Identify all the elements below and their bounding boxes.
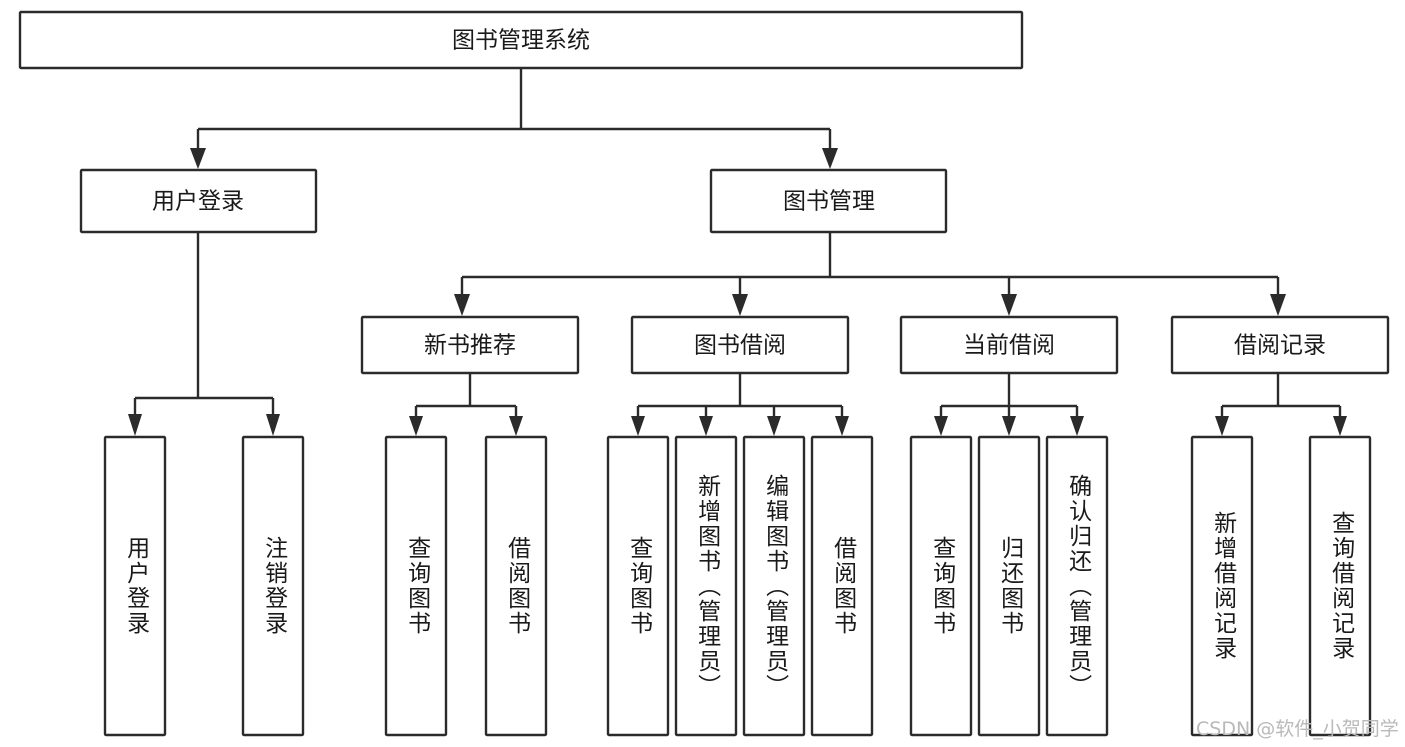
arrow-head-leaf-add-book [699, 416, 713, 436]
connector-group-borrow-record [1215, 373, 1347, 436]
arrow-head-leaf-query-book-3 [934, 416, 948, 436]
node-leaf-query-book-1[interactable] [384, 435, 448, 737]
node-leaf-user-logout[interactable] [241, 435, 305, 737]
node-leaf-borrow-book-2[interactable] [810, 435, 874, 737]
arrow-head-leaf-edit-book [767, 416, 781, 436]
node-user-login[interactable] [79, 168, 318, 234]
arrow-head-leaf-query-book-1 [409, 416, 423, 436]
node-leaf-add-record[interactable] [1190, 435, 1254, 737]
arrow-head-leaf-add-record [1215, 416, 1229, 436]
node-current-borrow-label: 当前借阅 [963, 333, 1055, 359]
node-book-borrow-label: 图书借阅 [694, 333, 786, 359]
node-book-borrow[interactable] [630, 315, 850, 375]
arrow-head-current-borrow [1001, 294, 1017, 316]
connector-group-user-login [128, 232, 280, 436]
node-leaf-query-record[interactable] [1308, 435, 1372, 737]
csdn-watermark: CSDN @软件_小贺同学 [1196, 718, 1399, 740]
node-new-book-recommend-label: 新书推荐 [424, 333, 516, 359]
arrow-head-user-login [190, 148, 206, 169]
arrow-head-leaf-borrow-book-1 [509, 416, 523, 436]
node-new-book-recommend[interactable] [360, 315, 580, 375]
node-borrow-record-label: 借阅记录 [1234, 333, 1326, 359]
node-leaf-edit-book[interactable] [742, 435, 806, 737]
arrow-head-leaf-confirm-return [1070, 416, 1084, 436]
arrow-head-new-book-recommend [454, 294, 470, 316]
node-book-manage[interactable] [709, 168, 948, 234]
node-leaf-borrow-book-1[interactable] [484, 435, 548, 737]
node-leaf-confirm-return[interactable] [1045, 435, 1109, 737]
arrow-head-leaf-query-record [1333, 416, 1347, 436]
node-root[interactable] [18, 10, 1024, 70]
node-leaf-query-book-2[interactable] [606, 435, 670, 737]
arrow-head-leaf-query-book-2 [631, 416, 645, 436]
node-book-manage-label: 图书管理 [783, 189, 875, 215]
node-borrow-record[interactable] [1170, 315, 1390, 375]
arrow-head-book-borrow [732, 294, 748, 316]
connector-group-root [190, 68, 838, 169]
arrow-head-leaf-user-logout [266, 414, 280, 436]
node-leaf-user-login[interactable] [103, 435, 167, 737]
arrow-head-leaf-user-login [128, 414, 142, 436]
connector-group-book-manage [454, 232, 1286, 316]
arrow-head-borrow-record [1270, 294, 1286, 316]
node-leaf-return-book[interactable] [977, 435, 1041, 737]
connector-group-new-book-recommend [409, 373, 523, 436]
arrow-head-leaf-borrow-book-2 [835, 416, 849, 436]
arrow-head-leaf-return-book [1002, 416, 1016, 436]
node-user-login-label: 用户登录 [152, 189, 244, 215]
arrow-head-book-manage [822, 148, 838, 169]
node-root-label: 图书管理系统 [452, 28, 590, 54]
node-leaf-query-book-3[interactable] [909, 435, 973, 737]
connector-group-current-borrow [934, 373, 1084, 436]
connector-group-book-borrow [631, 373, 849, 436]
node-leaf-add-book[interactable] [674, 435, 738, 737]
node-current-borrow[interactable] [899, 315, 1119, 375]
